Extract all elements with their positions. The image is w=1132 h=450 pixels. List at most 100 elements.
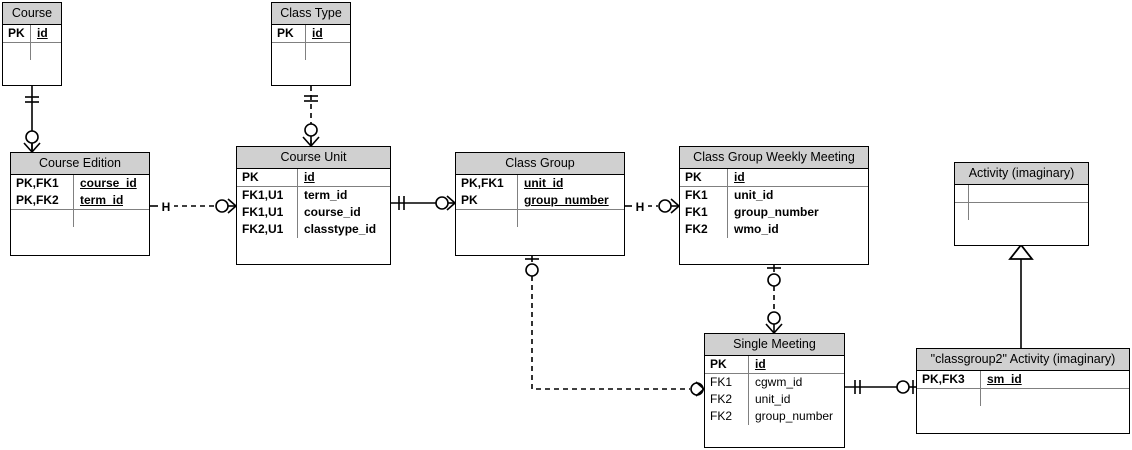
attribute-row: FK1,U1 course_id [237,204,390,221]
entity-section: PK id [680,169,868,186]
attribute-key: FK1,U1 [237,204,298,221]
attribute-name: id [37,26,48,40]
attribute-name: group_number [524,193,609,207]
attribute-row [955,203,1088,220]
attribute-row [456,210,624,227]
relationship-course-to-course-edition [23,86,41,153]
attribute-key [272,43,306,60]
attribute-row: PK id [237,169,390,186]
relationship-course-edition-to-course-unit [150,198,237,214]
attribute-row [11,210,149,227]
attribute-name [306,43,312,60]
attribute-key: FK2,U1 [237,221,298,238]
attribute-name: term_id [80,193,124,207]
attribute-key: FK2 [705,408,749,425]
relationship-classgroup2-inherits-activity [1008,243,1034,348]
attribute-row: FK2 group_number [705,408,844,425]
attribute-row [272,43,350,60]
attribute-name [518,210,524,227]
attribute-name [74,210,80,227]
relationship-single-meeting-to-classgroup2-activity [845,380,916,394]
attribute-name: group_number [734,205,819,219]
attribute-row: FK1 unit_id [680,187,868,204]
entity-classgroup2-activity-imaginary[interactable]: "classgroup2" Activity (imaginary)PK,FK3… [916,348,1130,434]
entity-activity-imaginary[interactable]: Activity (imaginary) [954,162,1089,246]
entity-title-single-meeting: Single Meeting [705,334,844,356]
entity-section: PK id [237,169,390,186]
entity-title-class-group-weekly-meeting: Class Group Weekly Meeting [680,147,868,169]
attribute-row: PK id [272,25,350,42]
attribute-key: PK,FK1 [456,175,518,192]
relationship-class-type-to-course-unit [302,86,320,147]
relationship-course-unit-to-class-group [391,195,456,211]
entity-title-course: Course [3,3,61,25]
attribute-name: unit_id [755,392,791,406]
attribute-key: FK1,U1 [237,187,298,204]
attribute-row [955,185,1088,202]
entity-title-course-unit: Course Unit [237,147,390,169]
attribute-key [955,185,969,202]
attribute-name: course_id [304,205,361,219]
attribute-key: FK2 [705,391,749,408]
attribute-name: group_number [755,409,834,423]
attribute-key: PK [272,25,306,42]
attribute-name: unit_id [734,188,774,202]
entity-title-class-type: Class Type [272,3,350,25]
attribute-name: id [734,170,745,184]
entity-section [272,42,350,60]
attribute-row: PK group_number [456,192,624,209]
attribute-key [917,389,981,406]
entity-section [456,209,624,227]
relationship-class-group-to-cgwm [625,198,680,214]
attribute-name: id [312,26,323,40]
attribute-key: PK [237,169,298,186]
attribute-row [3,43,61,60]
attribute-name: course_id [80,176,137,190]
attribute-row: PK,FK2 term_id [11,192,149,209]
attribute-row: FK2,U1 classtype_id [237,221,390,238]
entity-title-activity-imaginary: Activity (imaginary) [955,163,1088,185]
entity-section: PK,FK3 sm_id [917,371,1129,388]
attribute-name: id [304,170,315,184]
attribute-key: PK,FK3 [917,371,981,388]
attribute-key [11,210,74,227]
relationship-cgwm-to-single-meeting [765,265,783,334]
attribute-key: FK1 [680,187,728,204]
attribute-key: FK1 [705,374,749,391]
attribute-key: PK [456,192,518,209]
entity-section: PK id [272,25,350,42]
attribute-row: FK2 unit_id [705,391,844,408]
entity-section [955,202,1088,220]
attribute-key: PK,FK2 [11,192,74,209]
attribute-name: cgwm_id [755,375,803,389]
attribute-name: classtype_id [304,222,377,236]
entity-title-course-edition: Course Edition [11,153,149,175]
attribute-key: PK [705,356,749,373]
entity-section [955,185,1088,202]
relationship-class-group-to-single-meeting [525,256,705,397]
entity-section [11,209,149,227]
attribute-name: term_id [304,188,348,202]
attribute-key [3,43,31,60]
attribute-name [969,185,975,202]
attribute-name: sm_id [987,372,1022,386]
attribute-key: PK [680,169,728,186]
